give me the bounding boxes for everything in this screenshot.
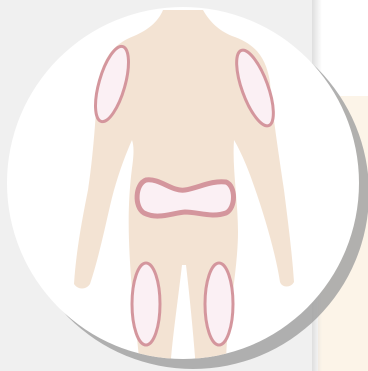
site-left-thigh	[132, 263, 160, 345]
site-right-thigh	[205, 263, 233, 345]
